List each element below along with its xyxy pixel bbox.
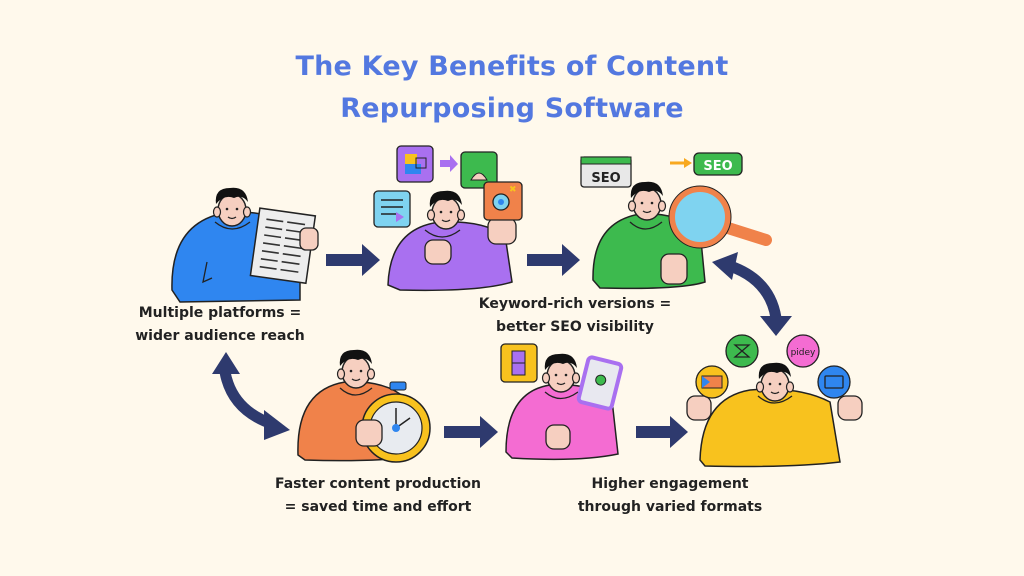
figure-multiple-platforms bbox=[171, 187, 319, 303]
arrow-right-1 bbox=[326, 244, 380, 276]
title-line-1: The Key Benefits of Content bbox=[295, 51, 729, 82]
pidey-icon-label: pidey bbox=[791, 348, 816, 358]
figure-seo: SEO SEO bbox=[580, 152, 772, 290]
figure-faster-production bbox=[297, 349, 431, 463]
caption-line: wider audience reach bbox=[135, 328, 305, 344]
title-line-2: Repurposing Software bbox=[340, 93, 684, 124]
figure-repurpose: ✖ bbox=[373, 145, 523, 292]
svg-text:✖: ✖ bbox=[509, 185, 517, 195]
caption-engagement: Higher engagement through varied formats bbox=[570, 473, 770, 519]
curved-arrow-left bbox=[212, 352, 290, 440]
arrow-right-3 bbox=[444, 416, 498, 448]
caption-seo: Keyword-rich versions = better SEO visib… bbox=[460, 293, 690, 339]
seo-badge-gray: SEO bbox=[591, 171, 620, 186]
seo-badge-green: SEO bbox=[703, 159, 732, 174]
caption-line: Higher engagement bbox=[591, 476, 749, 492]
caption-line: better SEO visibility bbox=[496, 319, 654, 335]
caption-line: through varied formats bbox=[577, 499, 763, 515]
figure-engagement: pidey bbox=[686, 334, 863, 468]
caption-faster-production: Faster content production = saved time a… bbox=[268, 473, 488, 519]
figure-formats bbox=[500, 343, 624, 461]
arrow-right-4 bbox=[636, 416, 688, 448]
caption-multiple-platforms: Multiple platforms = wider audience reac… bbox=[120, 302, 320, 348]
curved-arrow-right bbox=[712, 252, 792, 336]
caption-line: = saved time and effort bbox=[284, 499, 472, 515]
caption-line: Faster content production bbox=[274, 476, 481, 492]
caption-line: Keyword-rich versions = bbox=[478, 296, 672, 312]
diagram-title: The Key Benefits of Content Repurposing … bbox=[0, 46, 1024, 130]
caption-line: Multiple platforms = bbox=[138, 305, 302, 321]
arrow-right-2 bbox=[527, 244, 580, 276]
